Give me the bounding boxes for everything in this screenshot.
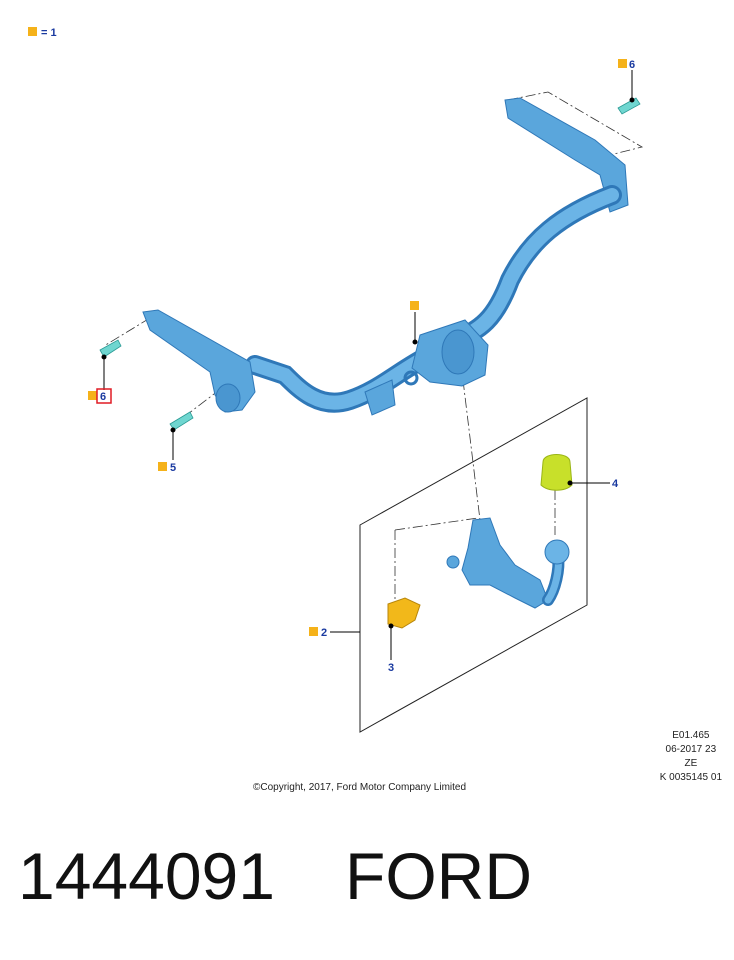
part-number: 1444091: [18, 839, 275, 913]
highlight-box-6: [96, 388, 112, 404]
callout-4: 4: [612, 478, 619, 490]
bolt-left-5: [169, 411, 194, 431]
bolt-left-6: [99, 339, 122, 358]
callout-6-top: 6: [629, 59, 635, 71]
drawing-metadata: E01.465 06-2017 23 ZE K 0035145 01: [660, 729, 722, 785]
callout-3: 3: [388, 662, 394, 674]
callout-6-left: 6: [100, 391, 106, 403]
leader-lines: [101, 70, 635, 660]
meta-line-2: 06-2017 23: [665, 744, 717, 755]
legend-text: = 1: [41, 27, 57, 39]
meta-line-3: ZE: [684, 758, 698, 769]
tow-bar-crossmember: [142, 97, 629, 416]
meta-line-4: K 0035145 01: [659, 772, 722, 783]
copyright-text: ©Copyright, 2017, Ford Motor Company Lim…: [253, 782, 467, 793]
callout-5: 5: [170, 462, 176, 474]
bolt-top-right: [617, 97, 641, 115]
marker-2: [309, 627, 318, 636]
marker-6-left: [88, 391, 97, 400]
marker-central: [410, 301, 419, 310]
legend-marker: [28, 27, 37, 36]
electrical-socket: [387, 597, 421, 629]
exploded-parts-diagram: = 1: [28, 27, 644, 733]
meta-line-1: E01.465: [672, 730, 710, 741]
marker-5: [158, 462, 167, 471]
marker-6-top: [618, 59, 627, 68]
brand-name: FORD: [345, 839, 532, 913]
tow-ball-neck: [446, 517, 570, 609]
kit-frame: [359, 397, 588, 733]
tow-ball-cap: [540, 454, 573, 491]
callout-2: 2: [321, 627, 327, 639]
